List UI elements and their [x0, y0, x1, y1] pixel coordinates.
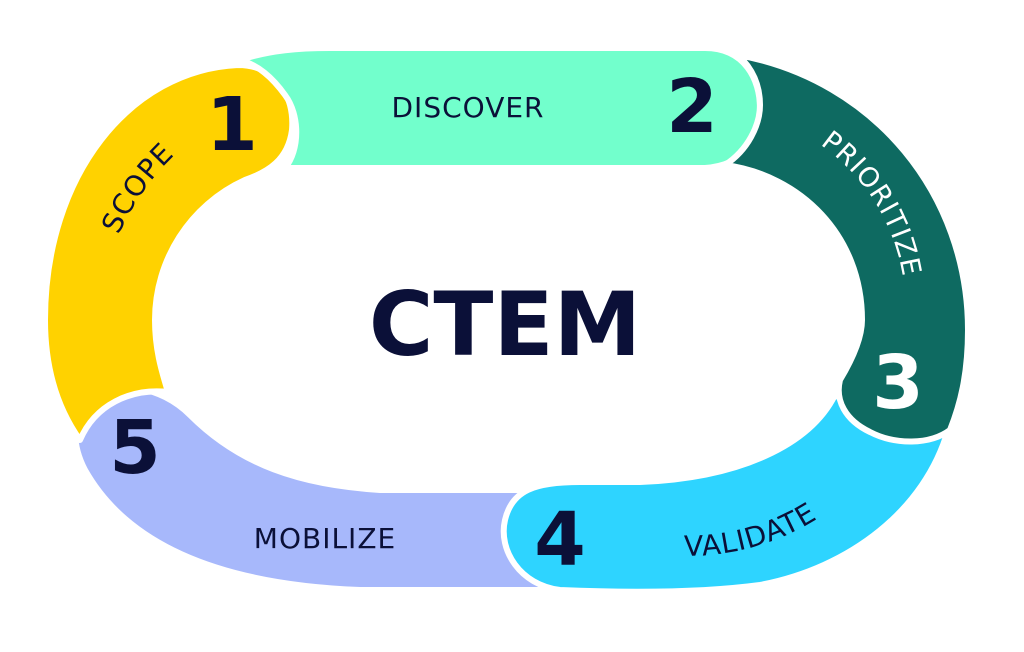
stage-label-discover: DISCOVER: [392, 91, 545, 124]
stage-number-3: 3: [872, 340, 924, 426]
stage-number-5: 5: [109, 405, 161, 491]
stage-label-mobilize: MOBILIZE: [254, 522, 396, 555]
stage-number-1: 1: [206, 82, 258, 168]
segment-validate: [500, 392, 951, 595]
segment-mobilize: [72, 383, 563, 593]
stage-number-2: 2: [666, 64, 718, 150]
segment-scope: [42, 62, 296, 443]
stage-number-4: 4: [534, 497, 586, 583]
center-title: CTEM: [369, 273, 641, 376]
segment-prioritize: [722, 52, 971, 445]
